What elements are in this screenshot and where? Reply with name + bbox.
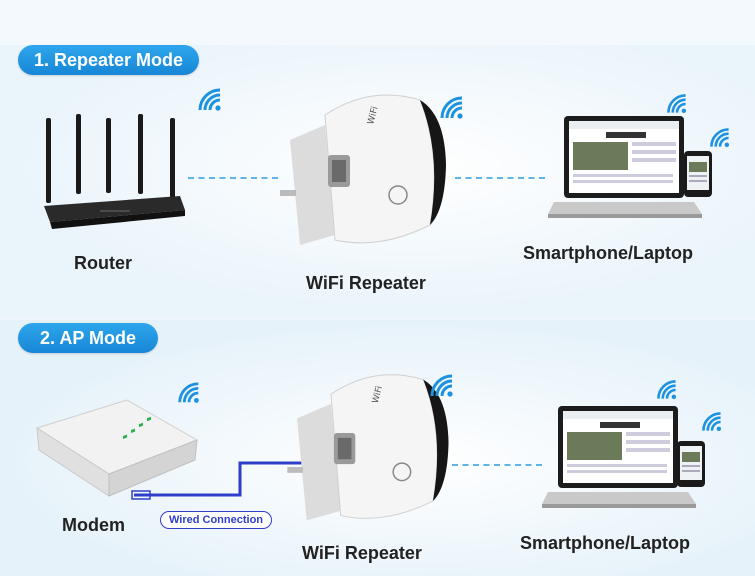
wifi-icon bbox=[667, 94, 687, 114]
wifi-icon bbox=[178, 382, 199, 403]
router-repeater-link bbox=[188, 177, 278, 179]
router-icon bbox=[44, 114, 185, 229]
wifi-icon bbox=[440, 96, 463, 119]
laptop-icon bbox=[548, 116, 702, 218]
wifi-icon bbox=[657, 380, 677, 400]
repeater-client-link bbox=[455, 177, 545, 179]
client-label: Smartphone/Laptop bbox=[523, 243, 693, 263]
laptop-icon bbox=[542, 406, 696, 508]
wifi-icon bbox=[430, 374, 453, 397]
repeater-label: WiFi Repeater bbox=[302, 543, 422, 563]
modem-label: Modem bbox=[62, 515, 125, 535]
client-label: Smartphone/Laptop bbox=[520, 533, 690, 553]
svg-text:WiFi: WiFi bbox=[371, 385, 385, 405]
wifi-icon bbox=[710, 128, 730, 148]
repeater-icon: WiFi bbox=[280, 94, 446, 245]
smartphone-icon bbox=[677, 441, 705, 487]
ap-mode-title: 2. AP Mode bbox=[18, 323, 159, 353]
repeater-mode-title: 1. Repeater Mode bbox=[18, 45, 200, 75]
svg-text:WiFi: WiFi bbox=[366, 106, 380, 126]
modem-icon bbox=[35, 399, 199, 497]
wifi-icon bbox=[702, 412, 722, 432]
wired-connection-badge: Wired Connection bbox=[160, 511, 273, 529]
repeater-client-link bbox=[452, 464, 542, 466]
router-label: Router bbox=[74, 253, 132, 273]
wifi-icon bbox=[198, 88, 221, 111]
repeater-label: WiFi Repeater bbox=[306, 273, 426, 293]
smartphone-icon bbox=[684, 151, 712, 197]
repeater-icon: WiFi bbox=[287, 374, 449, 521]
